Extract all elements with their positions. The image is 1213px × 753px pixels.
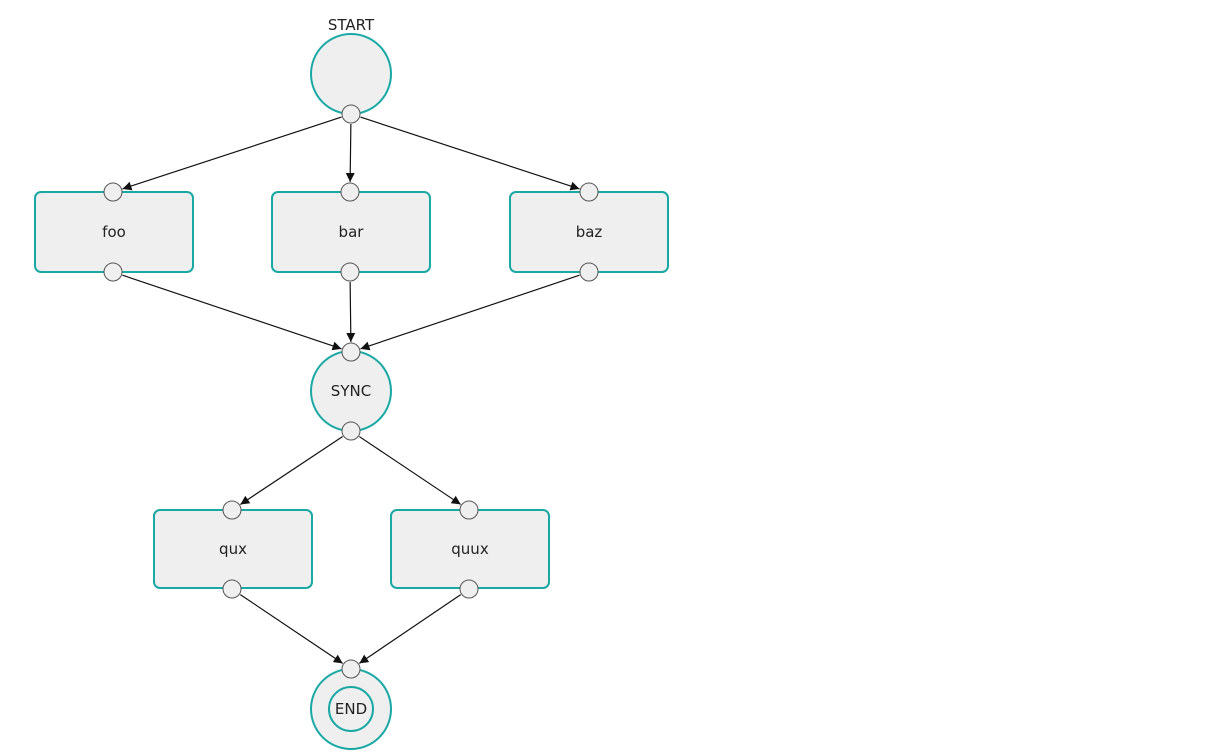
edge-start-to-baz <box>360 116 580 191</box>
node-end[interactable]: END <box>310 659 392 750</box>
edge-quux-to-end <box>358 594 462 664</box>
node-label: SYNC <box>331 382 371 400</box>
output-port[interactable] <box>103 262 123 282</box>
edge-bar-to-sync <box>346 281 356 343</box>
output-port[interactable] <box>340 262 360 282</box>
node-baz[interactable]: baz <box>509 182 669 282</box>
input-port[interactable] <box>341 342 361 362</box>
output-port[interactable] <box>579 262 599 282</box>
input-port[interactable] <box>341 659 361 679</box>
edge-foo-to-sync <box>122 274 342 351</box>
edge-start-to-foo <box>122 116 342 191</box>
node-label: bar <box>339 223 365 241</box>
node-label: quux <box>451 540 489 558</box>
output-port[interactable] <box>222 579 242 599</box>
node-start[interactable]: START <box>310 16 392 124</box>
input-port[interactable] <box>340 182 360 202</box>
input-port[interactable] <box>103 182 123 202</box>
node-label: qux <box>219 540 247 558</box>
node-bar[interactable]: bar <box>271 182 431 282</box>
node-label: END <box>335 700 367 718</box>
edge-qux-to-end <box>239 594 344 664</box>
edge-sync-to-quux <box>358 436 462 505</box>
edge-start-to-bar <box>345 123 355 183</box>
end-inner-circle <box>328 686 374 732</box>
output-port[interactable] <box>341 104 361 124</box>
edge-baz-to-sync <box>360 274 580 351</box>
input-port[interactable] <box>579 182 599 202</box>
edges-layer <box>122 116 580 664</box>
node-foo[interactable]: foo <box>34 182 194 282</box>
node-quux[interactable]: quux <box>390 500 550 599</box>
state-circle <box>310 33 392 115</box>
node-qux[interactable]: qux <box>153 500 313 599</box>
node-sync[interactable]: SYNC <box>310 342 392 441</box>
output-port[interactable] <box>341 421 361 441</box>
output-port[interactable] <box>459 579 479 599</box>
edge-sync-to-qux <box>239 436 344 505</box>
node-label: foo <box>102 223 126 241</box>
input-port[interactable] <box>459 500 479 520</box>
input-port[interactable] <box>222 500 242 520</box>
node-label: START <box>328 16 375 34</box>
node-label: baz <box>576 223 603 241</box>
